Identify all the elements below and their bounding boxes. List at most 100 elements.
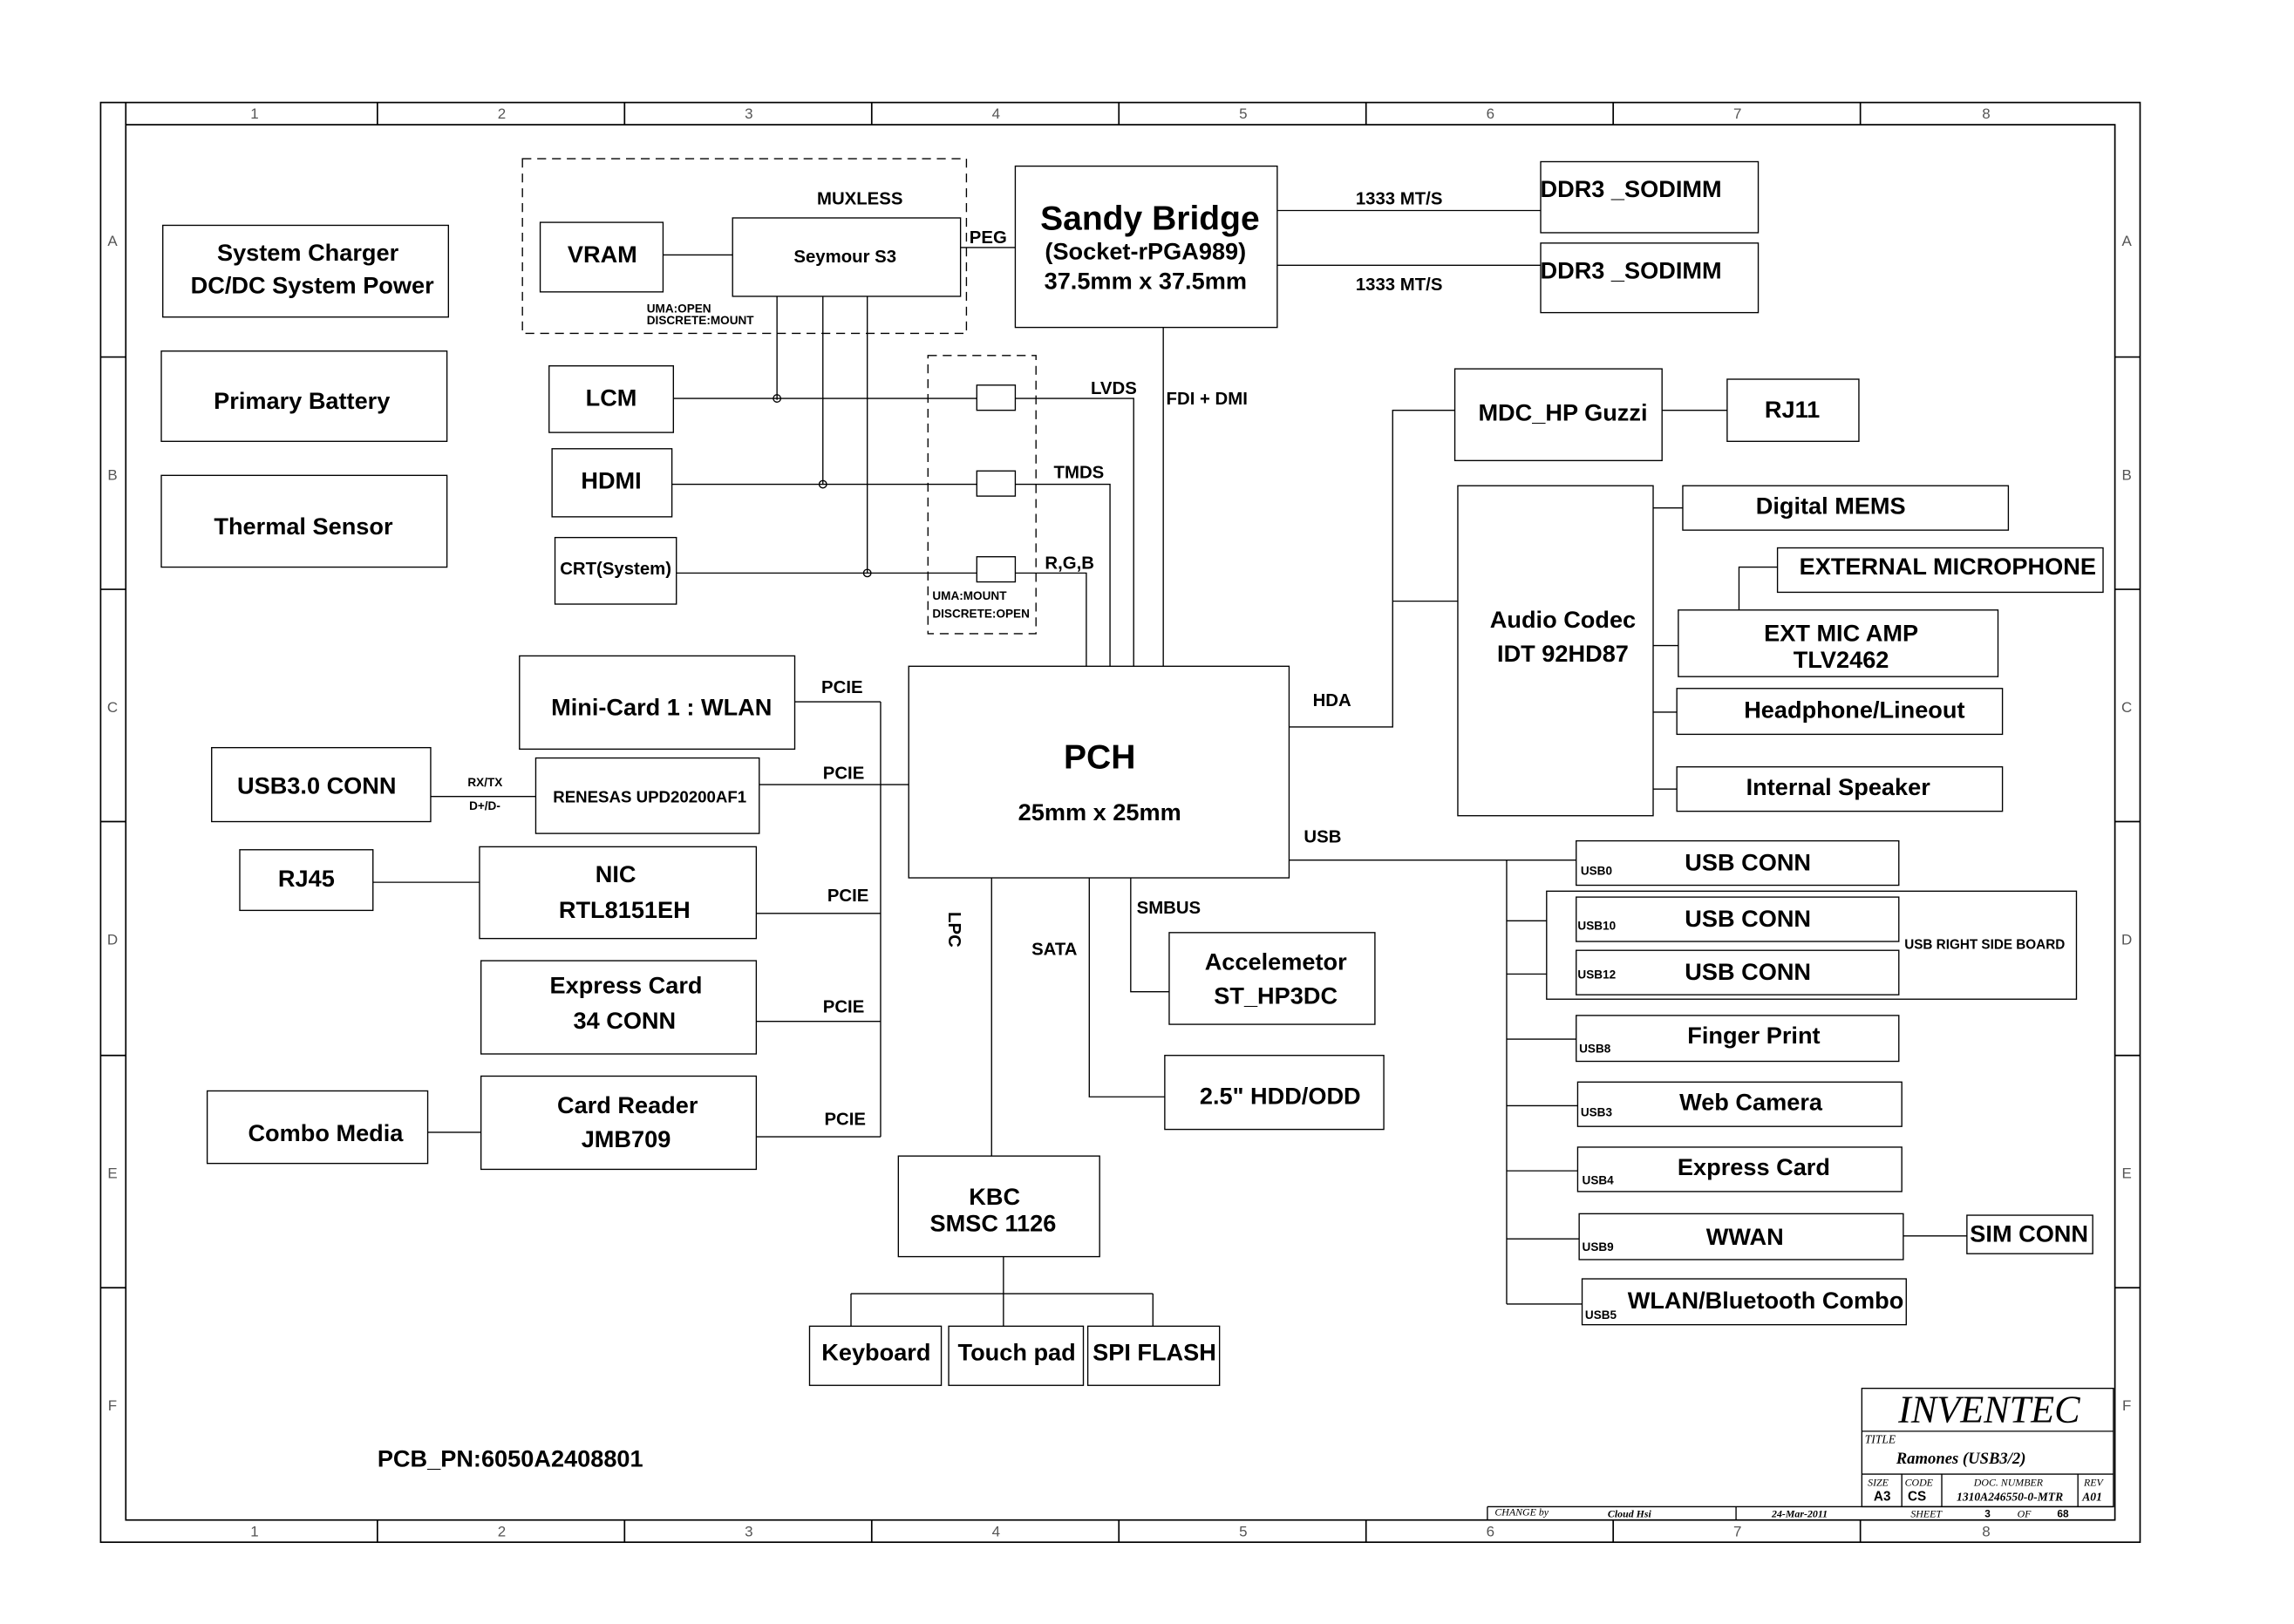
accelerometer-title: Accelemetor (1205, 948, 1347, 975)
title-label: TITLE (1865, 1432, 1896, 1445)
row-label: E (2122, 1165, 2132, 1182)
usb-conn-12: USB CONN (1685, 958, 1811, 985)
usb-bus-label: USB (1304, 827, 1341, 846)
rj45: RJ45 (278, 865, 335, 892)
row-label: C (107, 699, 118, 716)
total-sheets: 68 (2057, 1507, 2069, 1519)
sheet-title: Ramones (USB3/2) (1896, 1450, 2026, 1468)
change-by-name: Cloud Hsi (1608, 1507, 1652, 1519)
pcie-label-cardreader: PCIE (824, 1111, 866, 1130)
tmds-label: TMDS (1054, 464, 1105, 483)
row-label: F (2122, 1397, 2131, 1414)
discrete-open-note: DISCRETE:OPEN (932, 607, 1030, 620)
mux-switches (976, 384, 1017, 583)
kbc-title: KBC (969, 1183, 1020, 1210)
wwan: WWAN (1706, 1223, 1784, 1250)
lcm: LCM (586, 384, 637, 411)
sheet-number: 3 (1984, 1507, 1991, 1519)
company-name: INVENTEC (1897, 1389, 2080, 1431)
express-card-34-title: Express Card (550, 971, 703, 998)
col-label: 7 (1733, 105, 1741, 122)
pcie-label-wlan: PCIE (821, 678, 863, 697)
finger-print: Finger Print (1687, 1022, 1820, 1049)
usb30-conn: USB3.0 CONN (237, 771, 396, 798)
renesas-controller: RENESAS UPD20200AF1 (553, 787, 746, 805)
ddr3-speed-label-2: 1333 MT/S (1356, 275, 1443, 295)
digital-mems: Digital MEMS (1756, 492, 1906, 519)
external-microphone: EXTERNAL MICROPHONE (1800, 553, 2096, 580)
ddr3-sodimm-1: DDR3 _SODIMM (1541, 175, 1722, 202)
col-label: 6 (1487, 1523, 1494, 1539)
wlan-bluetooth-combo: WLAN/Bluetooth Combo (1628, 1287, 1904, 1314)
usb5-port-label: USB5 (1585, 1308, 1617, 1322)
row-label: D (2121, 931, 2132, 948)
express-card: Express Card (1678, 1153, 1830, 1180)
fdi-dmi-label: FDI + DMI (1167, 390, 1248, 409)
pcie-label-expresscard: PCIE (823, 998, 865, 1017)
block-boxes (160, 160, 2104, 1386)
col-label: 1 (250, 105, 258, 122)
primary-battery: Primary Battery (214, 387, 390, 414)
nic-part: RTL8151EH (559, 896, 691, 923)
hda-label: HDA (1313, 691, 1351, 710)
crt: CRT(System) (560, 560, 671, 579)
rev-value: A01 (2081, 1491, 2102, 1504)
usb-right-side-board: USB RIGHT SIDE BOARD (1904, 938, 2065, 953)
code-label: CODE (1905, 1477, 1934, 1489)
row-label: B (107, 466, 117, 483)
rxtx-label: RX/TX (467, 776, 502, 789)
row-label: A (2122, 233, 2133, 249)
row-label: A (107, 233, 118, 249)
card-reader-part: JMB709 (582, 1125, 671, 1152)
internal-speaker: Internal Speaker (1746, 773, 1931, 800)
col-label: 5 (1239, 1523, 1247, 1539)
express-card-34-conn: 34 CONN (573, 1007, 676, 1034)
usb9-port-label: USB9 (1583, 1240, 1615, 1254)
usb-conn-10: USB CONN (1685, 905, 1811, 932)
pch-title: PCH (1064, 738, 1135, 776)
sata-label: SATA (1031, 940, 1078, 959)
col-label: 2 (498, 105, 506, 122)
hdmi: HDMI (581, 467, 641, 494)
minicard-wlan: Mini-Card 1 : WLAN (551, 693, 772, 720)
system-charger-line1: System Charger (217, 239, 399, 266)
title-block (1487, 1387, 2114, 1520)
usb4-port-label: USB4 (1583, 1173, 1615, 1186)
size-label: SIZE (1868, 1477, 1889, 1489)
rev-label: REV (2083, 1477, 2105, 1489)
col-label: 3 (745, 1523, 752, 1539)
card-reader-title: Card Reader (557, 1091, 698, 1118)
combo-media: Combo Media (248, 1119, 404, 1146)
headphone-lineout: Headphone/Lineout (1744, 696, 1964, 724)
pcie-label-nic: PCIE (827, 887, 869, 906)
usb8-port-label: USB8 (1579, 1042, 1611, 1055)
row-label: F (108, 1397, 117, 1414)
touch-pad: Touch pad (958, 1338, 1076, 1365)
frame-labels: 1 2 3 4 5 6 7 8 1 2 3 4 5 6 7 8 A B C D … (107, 105, 2133, 1539)
peg-label: PEG (970, 228, 1007, 248)
row-label: B (2122, 466, 2132, 483)
keyboard: Keyboard (821, 1338, 930, 1365)
muxless-label: MUXLESS (817, 190, 902, 209)
col-label: 8 (1982, 1523, 1990, 1539)
change-by-label: CHANGE by (1494, 1506, 1549, 1519)
ddr3-speed-label-1: 1333 MT/S (1356, 190, 1443, 209)
sandy-bridge-title: Sandy Bridge (1040, 200, 1260, 238)
uma-mount-note: UMA:MOUNT (932, 589, 1007, 602)
doc-number: 1310A246550-0-MTR (1957, 1491, 2063, 1504)
usb0-port-label: USB0 (1581, 865, 1612, 878)
size-value: A3 (1874, 1490, 1891, 1505)
lpc-label: LPC (944, 912, 963, 948)
of-label: OF (2018, 1507, 2032, 1519)
rgb-label: R,G,B (1045, 554, 1094, 573)
smbus-label: SMBUS (1137, 899, 1201, 918)
mdc-hp-guzzi: MDC_HP Guzzi (1478, 399, 1647, 426)
code-value: CS (1908, 1490, 1926, 1505)
sim-conn: SIM CONN (1970, 1220, 2088, 1247)
web-camera: Web Camera (1679, 1089, 1823, 1116)
row-label: D (107, 931, 118, 948)
usb12-port-label: USB12 (1577, 968, 1616, 981)
col-label: 5 (1239, 105, 1247, 122)
col-label: 4 (992, 105, 1000, 122)
